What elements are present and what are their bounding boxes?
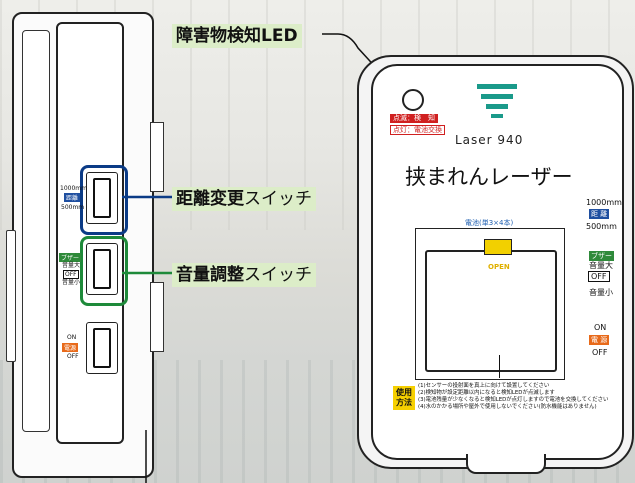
callout-distance: 距離変更スイッチ	[172, 187, 316, 211]
side-power-off: OFF	[67, 353, 79, 360]
side-volume-down: 音量小	[62, 279, 81, 286]
callout-led-text: 障害物検知LED	[176, 26, 298, 46]
usage-line: (4)水のかかる場所や屋外で使用しないでください(防水機能はありません)	[418, 404, 597, 410]
front-off: OFF	[588, 271, 610, 282]
callout-distance-rest: スイッチ	[244, 189, 312, 209]
usage-tag: 使用方法	[393, 386, 415, 410]
cover-latch[interactable]	[484, 239, 512, 255]
side-distance-tag: 距離	[64, 193, 81, 202]
front-distance-bottom: 500mm	[586, 222, 617, 231]
side-strip	[22, 30, 50, 432]
laser-logo-icon	[477, 84, 517, 118]
callout-volume-bold: 音量調整	[176, 265, 244, 285]
side-volume-up: 音量大	[62, 262, 81, 269]
distance-switch-side[interactable]	[86, 172, 118, 224]
side-power-tag: 電源	[62, 343, 79, 352]
front-buzzer-tag: ブザー	[589, 251, 614, 261]
distance-switch-highlight	[80, 165, 128, 235]
open-label: OPEN	[488, 263, 510, 271]
battery-cover[interactable]	[425, 250, 557, 372]
power-switch-side[interactable]	[86, 322, 118, 374]
side-bracket-bottom	[150, 282, 164, 352]
product-name: 挟まれんレーザー	[405, 165, 573, 189]
front-volume-down: 音量小	[589, 288, 613, 297]
side-off: OFF	[63, 270, 79, 279]
front-power-tag: 電 源	[589, 335, 610, 345]
usage-line: (3)電池残量が少なくなると検知LEDが点灯しますので電池を交換してください	[418, 397, 609, 403]
front-distance-tag: 距 離	[589, 209, 610, 219]
callout-distance-bold: 距離変更	[176, 189, 244, 209]
front-power-on: ON	[594, 323, 607, 332]
model-name: Laser 940	[455, 133, 524, 147]
side-buzzer-tag: ブザー	[59, 253, 82, 262]
side-edge	[6, 230, 16, 362]
side-bracket-top	[150, 122, 164, 192]
volume-switch-highlight	[80, 236, 128, 306]
callout-volume: 音量調整スイッチ	[172, 263, 316, 287]
obstacle-led	[402, 89, 424, 111]
cover-line	[499, 355, 500, 378]
blink-label: 点滅：検 知	[390, 114, 438, 123]
front-distance-top: 1000mm	[586, 198, 622, 207]
side-distance-bottom: 500mm	[61, 204, 85, 211]
side-power-on: ON	[67, 334, 77, 341]
usage-line: (2)検知物が設定距離以内になると検知LEDが点滅します	[418, 390, 555, 396]
callout-led: 障害物検知LED	[172, 24, 302, 48]
side-distance-top: 1000mm	[60, 185, 87, 192]
front-volume-up: 音量大	[589, 261, 613, 270]
bottom-mount	[466, 454, 546, 474]
callout-volume-rest: スイッチ	[244, 265, 312, 285]
volume-switch-side[interactable]	[86, 243, 118, 295]
lit-label: 点灯：電池交換	[390, 125, 445, 135]
battery-label: 電池(単3×4本)	[465, 219, 514, 227]
usage-instructions: (1)センサーの投射面を真上に向けて設置してください (2)検知物が設定距離以内…	[418, 383, 608, 411]
usage-line: (1)センサーの投射面を真上に向けて設置してください	[418, 383, 550, 389]
front-power-off: OFF	[592, 348, 608, 357]
